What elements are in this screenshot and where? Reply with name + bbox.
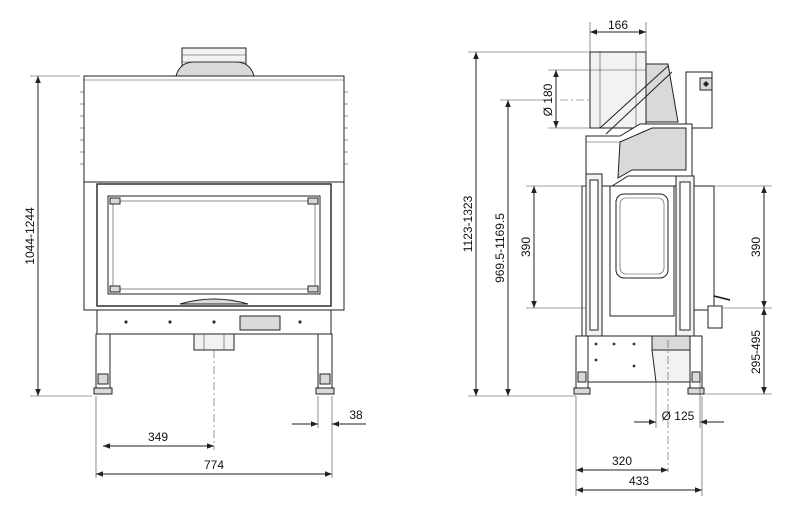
side-flue-height-label: 969.5-1169.5 bbox=[493, 213, 507, 283]
side-total-height-label: 1123-1323 bbox=[461, 195, 475, 252]
front-plinth bbox=[96, 309, 332, 335]
front-glass bbox=[107, 195, 321, 295]
front-349-label: 349 bbox=[148, 430, 168, 444]
side-view: 166 Ø 180 1123-1323 969.5-1169.5 390 390… bbox=[461, 18, 772, 496]
front-view: 1044-1244 349 774 38 bbox=[23, 47, 366, 478]
front-left-leg bbox=[93, 333, 113, 395]
side-leg-height-label: 295-495 bbox=[749, 330, 763, 374]
side-320-label: 320 bbox=[612, 454, 632, 468]
side-d125-label: Ø 125 bbox=[662, 409, 695, 423]
front-38-label: 38 bbox=[349, 408, 363, 422]
side-right-leg bbox=[687, 335, 705, 395]
side-166-label: 166 bbox=[608, 18, 628, 32]
front-door-handle bbox=[179, 298, 249, 305]
side-390-right-label: 390 bbox=[749, 237, 763, 257]
side-left-leg bbox=[573, 335, 591, 395]
front-774-label: 774 bbox=[204, 458, 224, 472]
side-390-left-label: 390 bbox=[519, 237, 533, 257]
front-hood bbox=[83, 75, 345, 183]
front-flue bbox=[175, 47, 255, 77]
side-flue bbox=[589, 51, 679, 135]
front-right-leg bbox=[315, 333, 335, 395]
side-433-label: 433 bbox=[629, 474, 649, 488]
front-height-label: 1044-1244 bbox=[23, 207, 37, 265]
